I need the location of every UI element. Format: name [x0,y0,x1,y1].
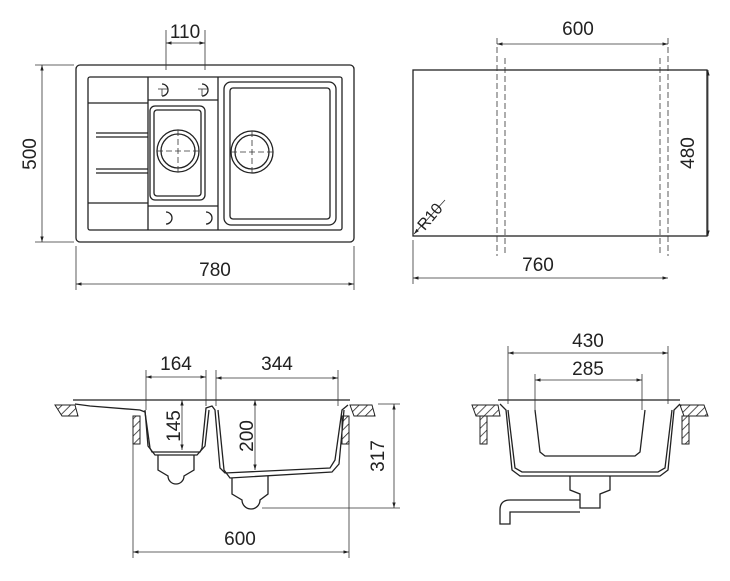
dim-large-depth: 200 [237,420,258,452]
dim-outer: 430 [572,331,604,352]
dim-small-depth: 145 [164,410,185,442]
dim-width: 780 [199,260,231,281]
dim-inner-width: 600 [562,19,594,40]
section-cross: 430 285 [471,331,709,525]
section-long: 164 344 145 200 317 600 [54,354,400,558]
dim-inner: 285 [572,359,604,380]
top-view: 110 500 780 [20,22,355,290]
tap-hole-icon [158,83,213,225]
dim-small-bowl: 164 [160,354,192,375]
drain-icon [156,129,200,173]
cutout-view: 600 480 760 R10 [412,19,710,284]
dim-total-height: 317 [368,440,389,472]
dim-depth: 480 [678,137,699,169]
corner-radius: R10 [415,200,447,233]
drain-icon [230,130,274,174]
dim-width: 760 [522,255,554,276]
dim-tap-spacing: 110 [170,22,200,43]
dim-cabinet: 600 [224,529,256,550]
dim-large-bowl: 344 [261,354,293,375]
dim-depth: 500 [20,138,41,170]
